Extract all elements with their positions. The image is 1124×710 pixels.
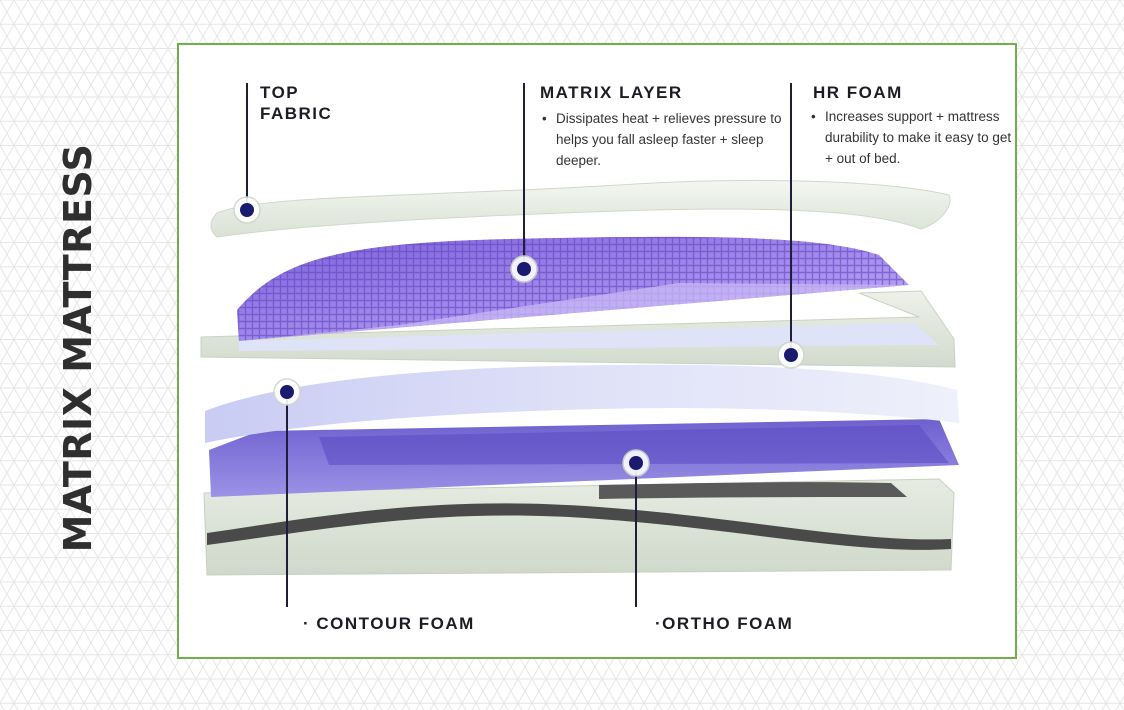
label-contour-foam: · CONTOUR FOAM: [303, 614, 475, 633]
base-foam-block: [203, 478, 955, 576]
side-title: MATRIX MATTRESS: [56, 143, 100, 553]
diagram-frame: TOP FABRIC MATRIX LAYER Dissipates heat …: [177, 43, 1017, 659]
marker-matrix-layer: [510, 255, 538, 283]
marker-ortho-foam: [622, 449, 650, 477]
label-matrix-layer-title: MATRIX LAYER: [540, 83, 683, 102]
ortho-foam-layer: [209, 419, 959, 497]
label-hr-foam-title: HR FOAM: [813, 83, 903, 102]
label-matrix-layer-desc: Dissipates heat + relieves pressure to h…: [540, 108, 796, 171]
matrix-layer: [237, 236, 909, 341]
mattress-layers-illustration: [200, 83, 959, 607]
label-ortho-foam: ·ORTHO FOAM: [655, 614, 794, 633]
matrix-layer-bullet: Dissipates heat + relieves pressure to h…: [542, 108, 796, 171]
top-fabric-layer: [210, 179, 951, 238]
marker-top-fabric: [233, 196, 261, 224]
hr-foam-layer: [200, 290, 956, 368]
leader-lines: [246, 83, 792, 607]
marker-contour-foam: [273, 378, 301, 406]
label-top-fabric-line2: FABRIC: [260, 104, 333, 123]
label-hr-foam-desc: Increases support + mattress durability …: [809, 106, 1015, 169]
label-top-fabric: TOP FABRIC: [260, 82, 332, 124]
hr-foam-bullet: Increases support + mattress durability …: [811, 106, 1015, 169]
layer-markers: [233, 196, 805, 477]
label-top-fabric-line1: TOP: [260, 83, 300, 102]
contour-foam-layer: [205, 364, 959, 443]
marker-hr-foam: [777, 341, 805, 369]
